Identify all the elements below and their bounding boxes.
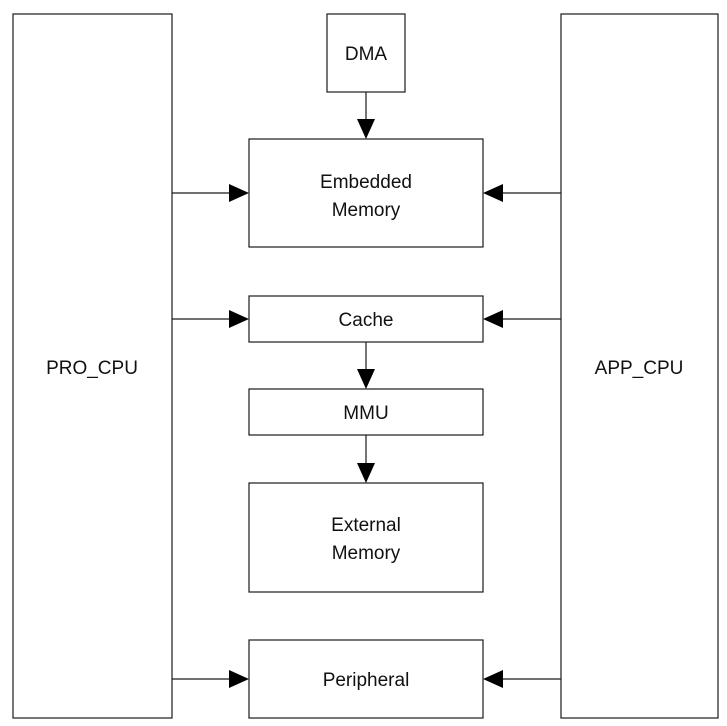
arrowhead-right	[229, 184, 249, 202]
arrowhead-down	[357, 463, 375, 483]
arrowhead-left	[483, 184, 503, 202]
embedded-memory-label-line2: Memory	[332, 200, 401, 221]
arrowhead-left	[483, 310, 503, 328]
edge-app-cpu-to-cache	[483, 310, 561, 328]
dma-block: DMA	[326, 13, 406, 93]
pro-cpu-label: PRO_CPU	[46, 358, 138, 379]
edge-app-cpu-to-embedded-memory	[483, 184, 561, 202]
external-memory-label-line2: Memory	[332, 543, 401, 564]
arrowhead-down	[357, 119, 375, 139]
edge-pro-cpu-to-cache	[172, 310, 249, 328]
edge-pro-cpu-to-peripheral	[172, 670, 249, 688]
edge-pro-cpu-to-embedded-memory	[172, 184, 249, 202]
cache-label: Cache	[339, 310, 394, 331]
cache-block: Cache	[248, 295, 484, 343]
peripheral-block: Peripheral	[248, 639, 484, 719]
arrowhead-right	[229, 310, 249, 328]
arrowhead-left	[483, 670, 503, 688]
edge-mmu-to-external-memory	[357, 435, 375, 483]
embedded-memory-block: Embedded Memory	[248, 138, 484, 248]
edge-app-cpu-to-peripheral	[483, 670, 561, 688]
arrowhead-right	[229, 670, 249, 688]
dma-label: DMA	[345, 44, 388, 65]
arrowhead-down	[357, 369, 375, 389]
mmu-label: MMU	[343, 403, 388, 424]
edge-cache-to-mmu	[357, 342, 375, 389]
app-cpu-block: APP_CPU	[560, 13, 719, 719]
edge-dma-to-embedded-memory	[357, 92, 375, 139]
peripheral-label: Peripheral	[323, 670, 410, 691]
embedded-memory-label-line1: Embedded	[320, 172, 412, 193]
external-memory-block: External Memory	[248, 482, 484, 593]
external-memory-label-line1: External	[331, 515, 401, 536]
mmu-block: MMU	[248, 388, 484, 436]
pro-cpu-block: PRO_CPU	[12, 13, 173, 719]
app-cpu-label: APP_CPU	[595, 358, 684, 379]
